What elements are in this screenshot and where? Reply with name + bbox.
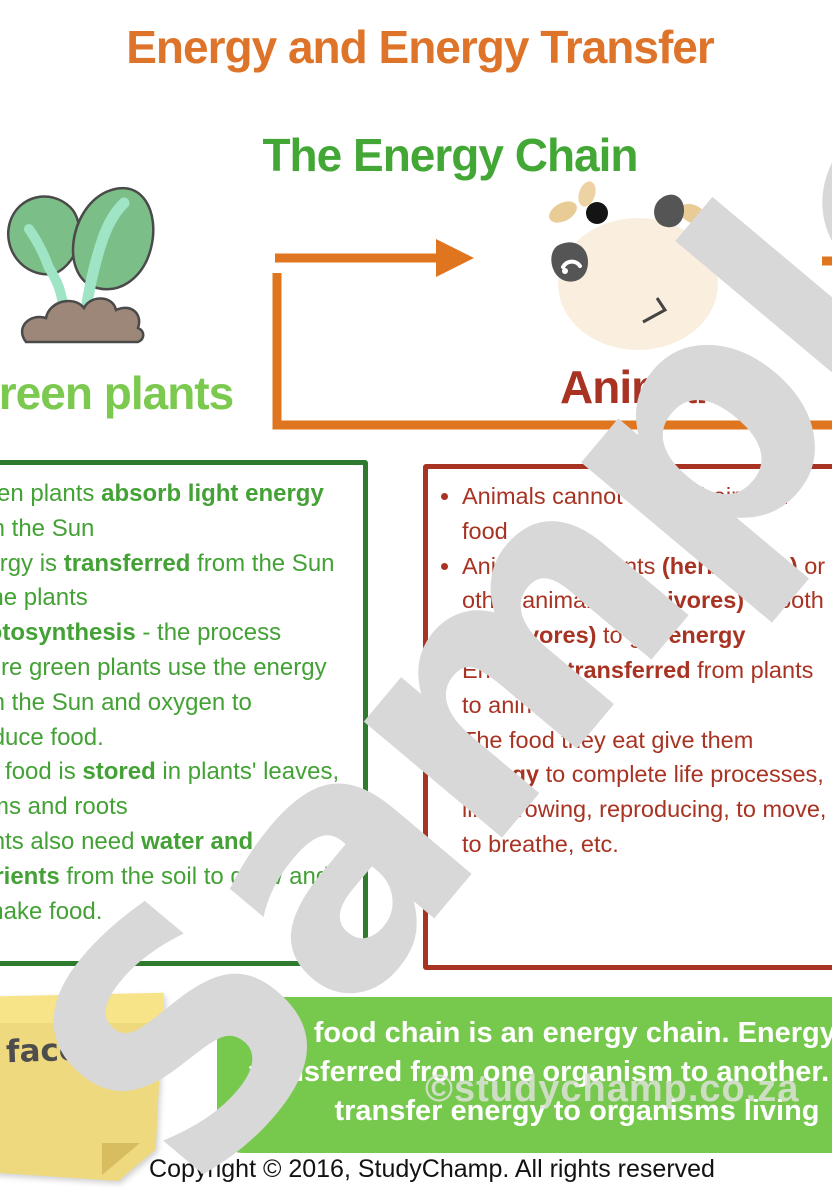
bullet-item: Energy is transferred from the Sun to th… [0, 547, 345, 617]
bullet-text: to complete life processes, like growing… [462, 761, 827, 857]
copyright-line: Copyright © 2016, StudyChamp. All rights… [149, 1155, 715, 1183]
animals-info-box: Animals cannot make their own foodAnimal… [423, 464, 832, 970]
green-plants-info-box: Green plants absorb light energy from th… [0, 460, 368, 966]
bullet-text: from the soil to grow and to make food. [0, 862, 330, 925]
bullet-text-bold: transferred [63, 549, 191, 577]
energy-flow-arrows [272, 239, 832, 430]
sticky-note-text: face [5, 1031, 81, 1071]
sticky-note-corner-curl [102, 1143, 140, 1175]
bullet-text: Green plants [0, 480, 95, 507]
bullet-item: Green plants absorb light energy from th… [0, 477, 345, 547]
banner-line: transferred from one organism to another… [249, 1056, 832, 1088]
seedling-icon [7, 186, 155, 344]
bullet-item: The food they eat give them energy to co… [462, 723, 831, 862]
bullet-text-bold: stored [82, 758, 156, 786]
bullet-text-bold: (omnivores) [462, 622, 597, 649]
bullet-item: The food is stored in plants' leaves, st… [0, 755, 345, 825]
bullet-text-bold: energy [668, 622, 746, 649]
bullet-text-bold: (carnivores) [609, 587, 745, 614]
bullet-text: Plants also need [0, 827, 135, 855]
bullet-text-bold: energy [462, 761, 540, 788]
cow-face-icon [549, 181, 718, 350]
bullet-text: Energy is [462, 656, 567, 683]
bullet-item: Plants also need water and nutrients fro… [0, 825, 345, 929]
bullet-text: The food is [0, 758, 76, 786]
bullet-text: or both [744, 587, 824, 614]
bullet-text: Animals cannot make their own food [462, 483, 789, 544]
page-subtitle: The Energy Chain [262, 129, 638, 181]
bullet-item: Animals eat plants (herbivores) or other… [462, 549, 831, 653]
bullet-text: or other animals [462, 552, 826, 614]
bullet-text: from plants to animals [462, 656, 814, 718]
bullet-item: Animals cannot make their own food [462, 479, 831, 549]
bullet-text: - the process where green plants use the… [0, 619, 327, 751]
bullet-text-bold: transferred [566, 656, 691, 683]
bullet-text: from the Sun to the plants [0, 549, 335, 612]
bullet-text-bold: (herbivores) [661, 552, 798, 579]
bullet-text: from the Sun [0, 514, 95, 542]
banner-line: transfer energy to organisms living [334, 1095, 820, 1127]
bullet-text: Energy is [0, 549, 58, 577]
banner-line: A food chain is an energy chain. Energy … [285, 1017, 832, 1049]
page-title: Energy and Energy Transfer [126, 21, 715, 73]
animals-bullet-list: Animals cannot make their own foodAnimal… [436, 479, 831, 862]
green-plants-label: Green plants [0, 367, 234, 419]
green-plants-bullet-list: Green plants absorb light energy from th… [0, 477, 345, 929]
bullet-text-bold: Photosynthesis [0, 619, 136, 647]
bullet-text: in plants' leaves, stems and roots [0, 758, 340, 821]
bullet-text-bold: absorb light energy [101, 480, 324, 507]
bullet-text: to get [596, 622, 669, 649]
bullet-text: Animals [462, 552, 553, 579]
bullet-item: Photosynthesis - the process where green… [0, 616, 345, 755]
bullet-item: Energy is transferred from plants to ani… [462, 653, 831, 723]
bullet-text: plants [586, 552, 662, 579]
summary-banner: A food chain is an energy chain. Energy … [217, 997, 832, 1153]
bullet-text-bold: water and nutrients [0, 827, 254, 890]
sticky-note: face [0, 992, 168, 1185]
bullet-text-bold: eat [552, 552, 587, 579]
bullet-text: The food they eat give them [462, 726, 754, 753]
animals-label: Animals [560, 361, 733, 413]
